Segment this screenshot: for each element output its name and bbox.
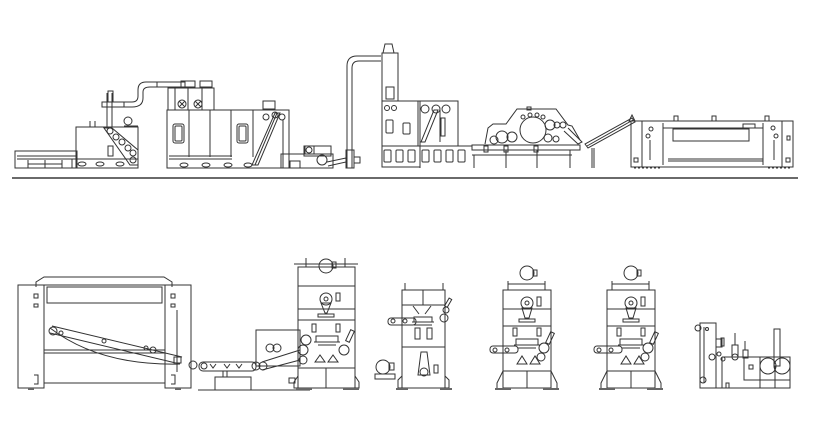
- bale-opener: [71, 116, 139, 169]
- upper-line: [12, 43, 798, 179]
- needle-loom-3: [593, 265, 663, 390]
- winder: [694, 322, 791, 389]
- condenser-feeder: [381, 43, 472, 168]
- fine-opener: [280, 145, 347, 169]
- needle-loom-2: [489, 265, 559, 390]
- carding-machine: [471, 106, 583, 168]
- inclined-conveyor: [584, 113, 636, 168]
- cross-lapper: [630, 115, 794, 169]
- lower-line: [17, 258, 791, 391]
- needle-loom-down: [374, 283, 453, 390]
- blending-hopper: [156, 80, 290, 169]
- lapper-outfeed: [17, 276, 198, 390]
- fan-duct-1: [101, 81, 160, 127]
- pre-needle-loom: [251, 258, 360, 390]
- cyclone-duct: [345, 55, 381, 169]
- feed-conveyor: [14, 150, 78, 169]
